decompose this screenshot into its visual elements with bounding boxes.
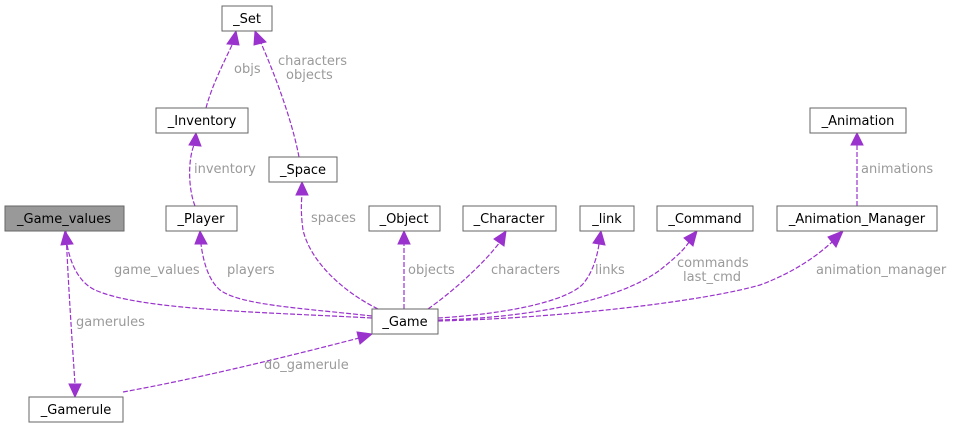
label-objects-set: objects (286, 68, 333, 83)
node-animation-manager[interactable]: _Animation_Manager (776, 205, 938, 232)
label-animation-manager: animation_manager (816, 263, 947, 278)
arrow-head (253, 29, 267, 46)
node-player[interactable]: _Player (165, 205, 238, 232)
label-commands: commands (677, 256, 749, 271)
edges (60, 29, 864, 399)
edge-game-link (437, 243, 600, 319)
node-gamerule[interactable]: _Gamerule (28, 396, 124, 423)
arrow-head (850, 131, 864, 146)
node-animation-manager-label: _Animation_Manager (788, 212, 926, 227)
edge-game-player (200, 243, 373, 317)
edge-game-gamevalues (66, 243, 373, 319)
label-last-cmd: last_cmd (683, 270, 741, 285)
arrow-head (683, 230, 698, 247)
edge-player-inventory (189, 144, 196, 207)
arrow-head (68, 383, 82, 399)
edge-labels: objs characters objects inventory animat… (76, 54, 947, 373)
node-command[interactable]: _Command (656, 205, 754, 232)
label-players: players (227, 263, 275, 278)
arrow-head (493, 229, 507, 247)
node-game-values-label: _Game_values (16, 212, 111, 227)
node-game-label: _Game (381, 315, 427, 330)
arrow-head (592, 229, 606, 246)
label-game-values: game_values (114, 263, 200, 278)
label-inventory: inventory (194, 162, 256, 177)
node-object[interactable]: _Object (368, 205, 441, 232)
arrow-head (827, 230, 844, 248)
node-game-values[interactable]: _Game_values (4, 205, 125, 232)
node-set-label: _Set (232, 12, 261, 27)
node-character-label: _Character (473, 212, 545, 227)
edge-space-set (260, 42, 300, 158)
arrow-head (194, 229, 208, 245)
node-command-label: _Command (667, 212, 741, 227)
arrow-head (397, 229, 411, 245)
edge-gamerule-game (122, 337, 360, 393)
node-animation[interactable]: _Animation (809, 107, 907, 134)
node-inventory[interactable]: _Inventory (155, 107, 249, 134)
label-objects: objects (408, 263, 455, 278)
node-inventory-label: _Inventory (167, 114, 237, 129)
node-space[interactable]: _Space (268, 156, 338, 183)
label-animations: animations (861, 162, 933, 177)
edge-game-character (427, 241, 501, 310)
node-game[interactable]: _Game (371, 308, 439, 335)
label-do-gamerule: do_gamerule (264, 358, 349, 373)
label-links: links (595, 263, 625, 278)
label-spaces: spaces (311, 211, 356, 226)
arrow-head (60, 229, 74, 246)
arrow-head (226, 29, 240, 46)
node-space-label: _Space (279, 163, 326, 178)
node-player-label: _Player (177, 212, 226, 227)
label-gamerules: gamerules (76, 315, 145, 330)
arrow-head (356, 331, 374, 345)
edge-gamevalues-gamerule (65, 230, 76, 385)
label-characters: characters (491, 263, 560, 278)
edge-game-command (437, 241, 690, 321)
edge-game-manager (437, 241, 833, 322)
node-object-label: _Object (379, 212, 429, 227)
node-set[interactable]: _Set (221, 5, 273, 32)
arrow-head (295, 180, 309, 196)
node-animation-label: _Animation (821, 114, 895, 129)
label-characters-set: characters (278, 54, 347, 69)
edge-inventory-set (205, 42, 234, 109)
node-link-label: _link (591, 212, 622, 227)
node-gamerule-label: _Gamerule (40, 403, 111, 418)
nodes: _Set _Inventory _Space _Animation _Game_… (4, 5, 938, 423)
node-character[interactable]: _Character (462, 205, 557, 232)
node-link[interactable]: _link (579, 205, 635, 232)
edge-game-space (300, 194, 379, 310)
arrow-head (188, 131, 202, 147)
label-objs: objs (234, 62, 261, 77)
